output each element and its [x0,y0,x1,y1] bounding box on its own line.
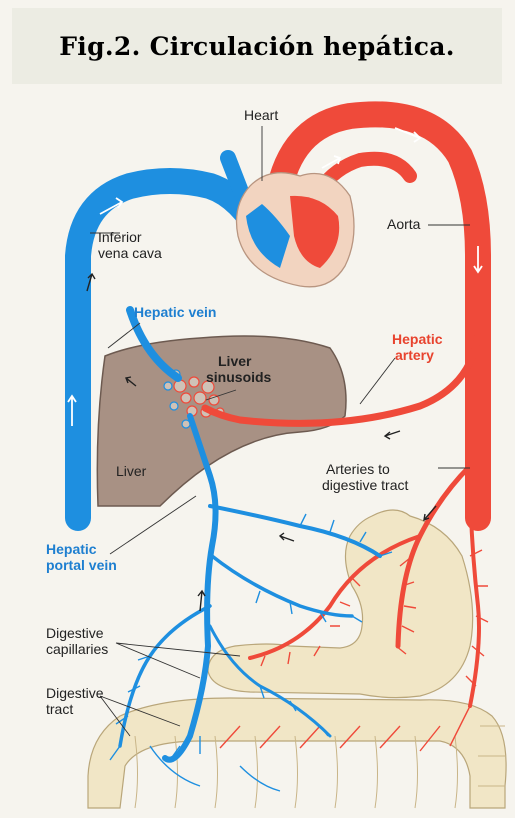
label-hepatic-portal-vein-1: Hepatic [46,541,97,557]
digestive-tract [88,510,506,808]
label-heart: Heart [244,107,278,123]
label-aorta: Aorta [387,216,421,232]
label-arteries-1: Arteries to [326,461,390,477]
label-liver: Liver [116,463,147,479]
label-inferior-vena-cava-1: Inferior [98,229,142,245]
label-digestive-capillaries-2: capillaries [46,641,108,657]
label-arteries-2: digestive tract [322,477,408,493]
label-digestive-tract-1: Digestive [46,685,104,701]
label-hepatic-portal-vein-2: portal vein [46,557,117,573]
figure-caption: Fig.2. Circulación hepática. [59,32,455,61]
label-hepatic-artery-1: Hepatic [392,331,443,347]
label-digestive-tract-2: tract [46,701,73,717]
label-liver-sinusoids-2: sinusoids [206,369,272,385]
caption-box: Fig.2. Circulación hepática. [12,8,502,84]
label-hepatic-vein: Hepatic vein [134,304,216,320]
label-liver-sinusoids-1: Liver [218,353,252,369]
label-hepatic-artery-2: artery [395,347,434,363]
label-inferior-vena-cava-2: vena cava [98,245,162,261]
hepatic-circulation-diagram: Heart Inferior vena cava Aorta Hepatic v… [0,86,515,818]
label-digestive-capillaries-1: Digestive [46,625,104,641]
heart [237,173,355,287]
